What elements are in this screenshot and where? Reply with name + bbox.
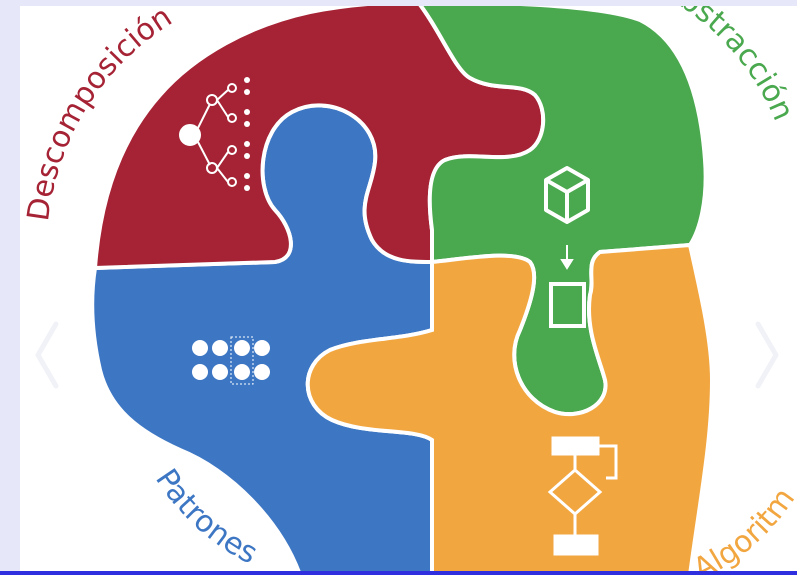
- chevron-left-icon: [35, 321, 59, 389]
- tree-diagram-icon: [179, 77, 250, 191]
- chevron-right-icon: [755, 321, 779, 389]
- arrow-down-icon: [560, 245, 574, 270]
- carousel-next-button[interactable]: [752, 320, 782, 390]
- dot-grid-icon: [192, 336, 270, 385]
- carousel-slide: Descomposición Abstracción Patrones Algo…: [20, 6, 797, 572]
- puzzle-brain-illustration: Descomposición Abstracción Patrones Algo…: [20, 6, 797, 572]
- bottom-scroll-bar: [0, 571, 797, 575]
- carousel-prev-button[interactable]: [32, 320, 62, 390]
- cube-icon: [544, 166, 590, 224]
- flowchart-icon: [547, 436, 618, 556]
- square-icon: [549, 282, 586, 328]
- algorithms-puzzle-piece: [305, 242, 715, 572]
